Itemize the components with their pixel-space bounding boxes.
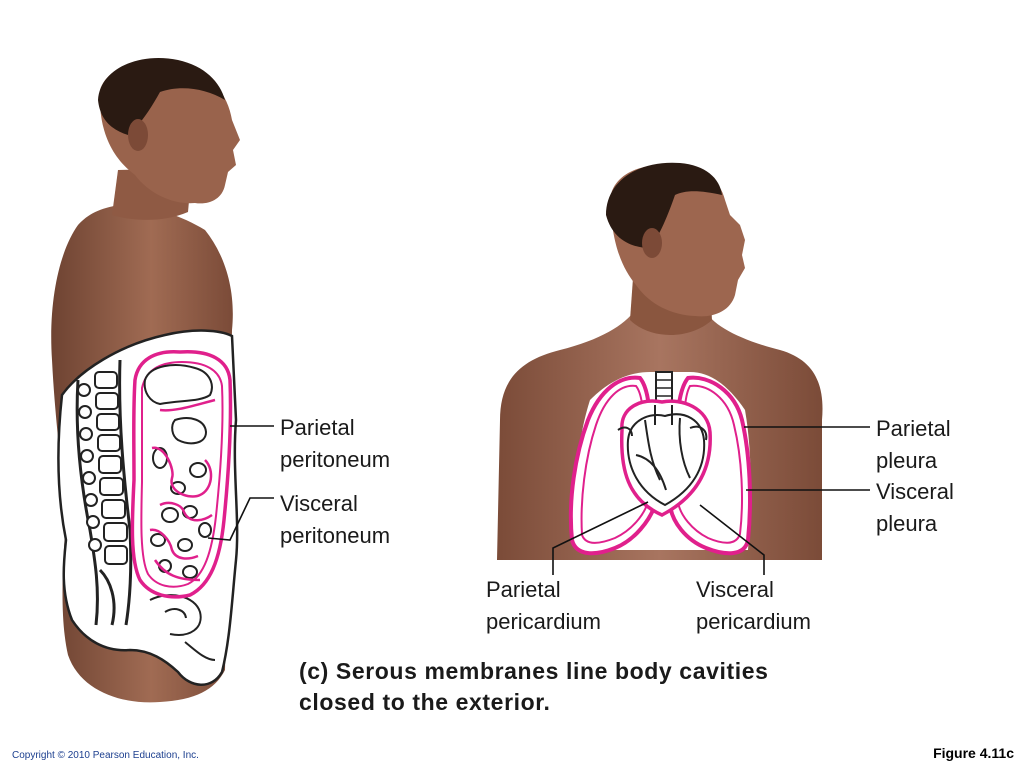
front-view-figure (497, 162, 823, 560)
heart (617, 405, 708, 507)
label-text: Parietal (486, 577, 561, 602)
side-view-figure (51, 57, 240, 703)
label-text: Visceral (696, 577, 774, 602)
label-visceral-pericardium: Visceral pericardium (696, 574, 811, 638)
label-text: Visceral (280, 491, 358, 516)
left-leader-lines (207, 425, 274, 541)
label-text: Parietal (876, 416, 951, 441)
label-text: peritoneum (280, 523, 391, 548)
caption-line: closed to the exterior. (299, 689, 551, 715)
right-leader-lines (552, 426, 870, 575)
label-text: pleura (876, 511, 938, 536)
label-text: pleura (876, 448, 938, 473)
label-text: pericardium (696, 609, 811, 634)
parietal-peritoneum-line (130, 350, 233, 599)
parietal-peritoneum-inner-line (140, 360, 224, 588)
visceral-peritoneum-lines (149, 398, 216, 582)
trachea-rings (656, 379, 672, 397)
label-parietal-pericardium: Parietal pericardium (486, 574, 601, 638)
label-text: peritoneum (280, 447, 391, 472)
spine (75, 359, 133, 626)
label-text: pericardium (486, 609, 601, 634)
label-text: Parietal (280, 415, 355, 440)
label-parietal-pleura: Parietal pleura (876, 413, 951, 477)
label-visceral-pleura: Visceral pleura (876, 476, 954, 540)
front-view-ear (642, 228, 662, 258)
label-parietal-peritoneum: Parietal peritoneum (280, 412, 390, 476)
figure-number: Figure 4.11c (933, 745, 1014, 761)
figure-caption: (c) Serous membranes line body cavities … (299, 656, 899, 718)
side-view-hair (98, 57, 225, 135)
copyright-notice: Copyright © 2010 Pearson Education, Inc. (12, 750, 199, 761)
caption-line: (c) Serous membranes line body cavities (299, 658, 769, 684)
label-text: Visceral (876, 479, 954, 504)
front-view-hair (606, 162, 722, 248)
side-view-ear (128, 119, 148, 151)
label-visceral-peritoneum: Visceral peritoneum (280, 488, 390, 552)
abdominal-organs (143, 364, 213, 579)
